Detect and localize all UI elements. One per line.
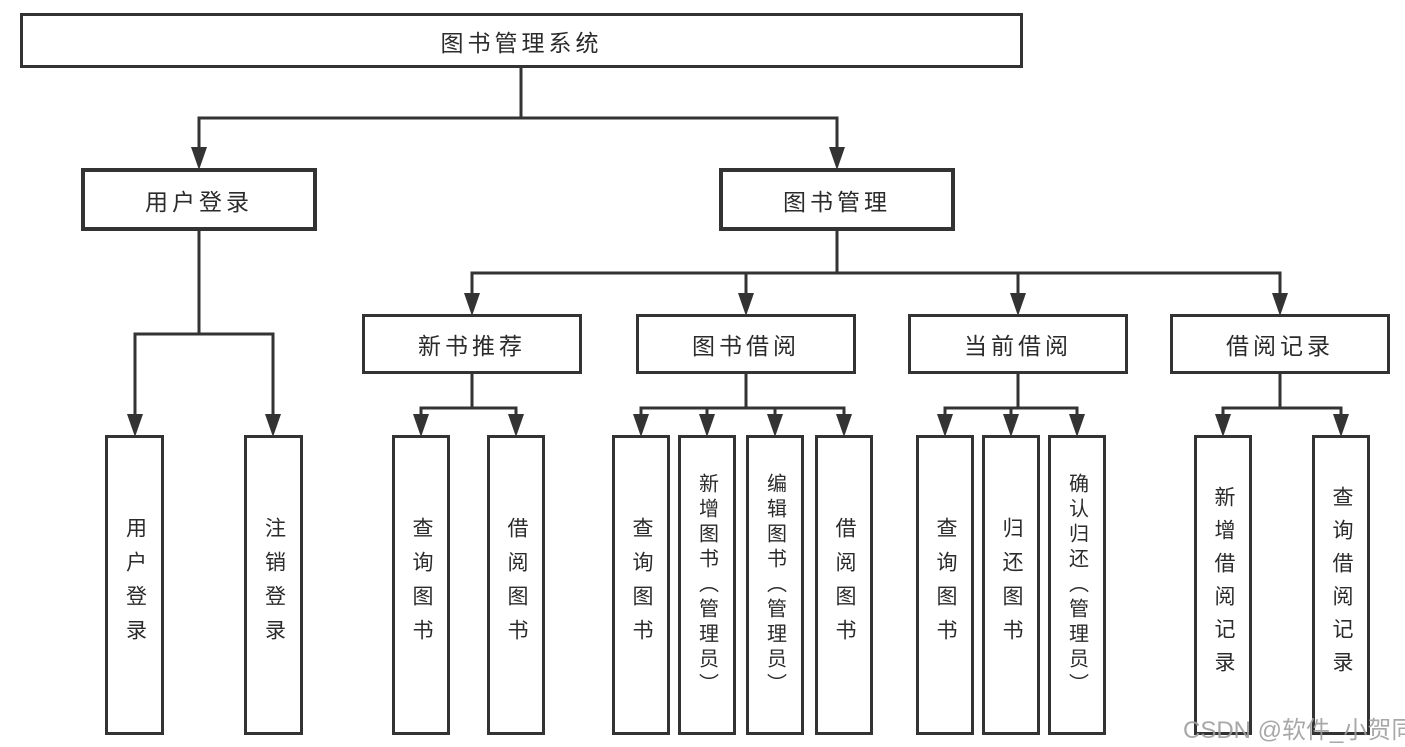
leaf-add-books-admin-label: 新增图书（管理员） — [695, 472, 718, 698]
leaf-add-borrow-record-label: 新增借阅记录 — [1212, 486, 1235, 684]
node-system-root-label: 图书管理系统 — [440, 29, 603, 56]
leaf-logout: 注销登录 — [244, 435, 303, 735]
leaf-edit-books-admin-label: 编辑图书（管理员） — [763, 472, 786, 698]
leaf-logout-label: 注销登录 — [262, 517, 286, 653]
node-user-login-label: 用户登录 — [145, 188, 253, 215]
leaf-borrow-borrow-books-label: 借阅图书 — [833, 517, 856, 653]
leaf-newbook-borrow-books-label: 借阅图书 — [505, 517, 528, 653]
leaf-confirm-return-admin: 确认归还（管理员） — [1048, 435, 1106, 735]
leaf-newbook-borrow-books: 借阅图书 — [487, 435, 545, 735]
leaf-newbook-query-books: 查询图书 — [392, 435, 450, 735]
leaf-current-query-books-label: 查询图书 — [934, 517, 957, 653]
node-new-book-recommend: 新书推荐 — [362, 314, 582, 374]
leaf-user-login-label: 用户登录 — [123, 517, 147, 653]
leaf-return-books: 归还图书 — [982, 435, 1040, 735]
leaf-query-borrow-record: 查询借阅记录 — [1312, 435, 1370, 735]
leaf-return-books-label: 归还图书 — [1000, 517, 1023, 653]
node-borrow-records-label: 借阅记录 — [1226, 333, 1334, 359]
node-book-management-label: 图书管理 — [783, 188, 891, 215]
node-system-root: 图书管理系统 — [20, 13, 1023, 68]
leaf-borrow-query-books-label: 查询图书 — [630, 517, 653, 653]
node-book-borrow: 图书借阅 — [636, 314, 856, 374]
leaf-confirm-return-admin-label: 确认归还（管理员） — [1065, 472, 1088, 698]
leaf-borrow-borrow-books: 借阅图书 — [815, 435, 873, 735]
leaf-user-login: 用户登录 — [105, 435, 164, 735]
node-book-management: 图书管理 — [719, 168, 955, 231]
node-book-borrow-label: 图书借阅 — [692, 333, 800, 359]
leaf-current-query-books: 查询图书 — [916, 435, 974, 735]
leaf-add-books-admin: 新增图书（管理员） — [678, 435, 736, 735]
csdn-watermark: CSDN @软件_小贺同学 — [1183, 717, 1405, 744]
leaf-newbook-query-books-label: 查询图书 — [410, 517, 433, 653]
leaf-borrow-query-books: 查询图书 — [612, 435, 670, 735]
node-current-borrow: 当前借阅 — [908, 314, 1128, 374]
leaf-add-borrow-record: 新增借阅记录 — [1194, 435, 1252, 735]
leaf-edit-books-admin: 编辑图书（管理员） — [746, 435, 804, 735]
node-new-book-recommend-label: 新书推荐 — [418, 333, 526, 359]
leaf-query-borrow-record-label: 查询借阅记录 — [1330, 486, 1353, 684]
node-borrow-records: 借阅记录 — [1170, 314, 1390, 374]
node-user-login: 用户登录 — [81, 168, 317, 231]
node-current-borrow-label: 当前借阅 — [964, 333, 1072, 359]
